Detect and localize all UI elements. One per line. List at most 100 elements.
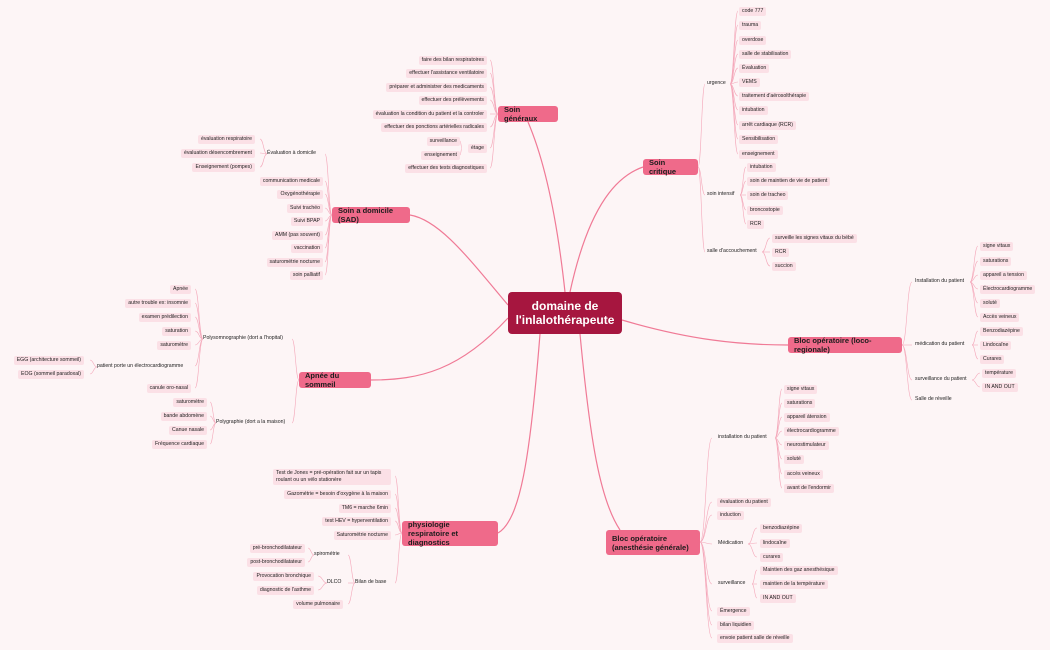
sub-urgence[interactable]: urgence (707, 80, 726, 86)
leaf-urgence[interactable]: intubation (739, 106, 768, 115)
sub-dlco[interactable]: DLCO (327, 579, 342, 585)
leaf-loco-install[interactable]: Électrocardiogramme (980, 285, 1036, 294)
leaf-sad[interactable]: Oxygénothérapie (277, 190, 323, 199)
leaf-urgence[interactable]: Évaluation (739, 64, 770, 73)
leaf-poly[interactable]: autre trouble ex: insomnie (125, 299, 191, 308)
leaf-gen[interactable]: bilan liquidien (717, 621, 755, 630)
leaf-poly[interactable]: examen prédilection (138, 313, 191, 322)
leaf-sad[interactable]: Suivi BPAP (290, 217, 323, 226)
leaf-urgence[interactable]: overdose (739, 36, 767, 45)
leaf-loco-install[interactable]: Accès veineux (980, 313, 1020, 322)
leaf-volume[interactable]: volume pulmonaire (293, 600, 343, 609)
sub-soin-intensif[interactable]: soin intensif (707, 191, 735, 197)
leaf-gen-install[interactable]: neurostimulateur (784, 441, 829, 450)
leaf-urgence[interactable]: code 777 (739, 7, 767, 16)
leaf-soin-generaux[interactable]: effectuer des prélèvements (418, 96, 487, 105)
leaf-gen-install[interactable]: signe vitaux (784, 385, 818, 394)
leaf-sad[interactable]: saturométrie nocturne (266, 258, 323, 267)
sub-evaluation-domicile[interactable]: Évaluation à domicile (267, 150, 317, 156)
sub-accouchement[interactable]: salle d'accouchement (707, 248, 757, 254)
leaf-sad[interactable]: AMM (pas souvent) (272, 231, 323, 240)
leaf-intensif[interactable]: soin de tracheo (747, 191, 789, 200)
leaf-gen[interactable]: induction (717, 511, 744, 520)
leaf-polyg[interactable]: Canue nasale (168, 426, 207, 435)
leaf-soin-generaux[interactable]: faire des bilan respiratoires (418, 56, 487, 65)
leaf-gen[interactable]: envoie patient salle de réveille (717, 634, 793, 643)
leaf-porte[interactable]: EOG (sommeil paradoxal) (18, 370, 84, 379)
leaf-soin-generaux[interactable]: évaluation la condition du patient et la… (372, 110, 487, 119)
leaf-gen-install[interactable]: soluté (784, 455, 804, 464)
leaf-urgence[interactable]: VEMS (739, 78, 760, 87)
leaf-loco-med[interactable]: Lindocaîne (980, 341, 1012, 350)
leaf-intensif[interactable]: soin de maintien de vie de patient (747, 177, 831, 186)
leaf-loco-install[interactable]: saturations (980, 257, 1012, 266)
leaf-soin-generaux[interactable]: préparer et administrer des medicaments (386, 83, 487, 92)
leaf-gen-install[interactable]: appareil átension (784, 413, 830, 422)
leaf-poly[interactable]: saturomètre (157, 341, 191, 350)
leaf-loco-med[interactable]: Benzodiazépine (980, 327, 1023, 336)
sub-bilan-base[interactable]: Bilan de base (355, 579, 387, 585)
leaf-intensif[interactable]: RCR (747, 220, 765, 229)
leaf-urgence[interactable]: Sensibilisation (739, 135, 779, 144)
leaf-gen-install[interactable]: accès veineux (784, 470, 823, 479)
leaf-poly[interactable]: saturation (162, 327, 191, 336)
leaf-intensif[interactable]: intubation (747, 163, 776, 172)
leaf-accouchement[interactable]: surveille les signes vitaux du bébé (772, 234, 857, 243)
leaf-gen-surv[interactable]: Maintien des gaz anesthésique (760, 566, 838, 575)
leaf-gen-med[interactable]: curares (760, 553, 784, 562)
leaf-sad-eval[interactable]: Enseignement (pompes) (192, 163, 255, 172)
leaf-gen-surv[interactable]: maintien de la température (760, 580, 828, 589)
topic-bloc-loco[interactable]: Bloc opératoire (loco-regionale) (788, 336, 902, 354)
leaf-etage[interactable]: étage (468, 144, 487, 153)
leaf-sad-eval[interactable]: évaluation désencombrement (180, 149, 255, 158)
topic-physiologie[interactable]: physiologie respiratoire et diagnostics (402, 520, 498, 547)
leaf-soin-generaux[interactable]: effectuer des ponctions artérielles radi… (381, 123, 487, 132)
leaf-gen-med[interactable]: benzodiazépine (760, 524, 803, 533)
leaf-loco-surv[interactable]: IN AND OUT (982, 383, 1018, 392)
leaf-sad[interactable]: communication medicale (259, 177, 323, 186)
leaf-gen[interactable]: évaluation du patient (717, 498, 771, 507)
leaf-polyg[interactable]: Fréquence cardiaque (151, 440, 207, 449)
leaf-dlco[interactable]: Provocation bronchique (253, 572, 314, 581)
leaf-polyg[interactable]: saturomètre (173, 398, 207, 407)
leaf-loco-install[interactable]: soluté (980, 299, 1000, 308)
leaf-dlco[interactable]: diagnostic de l'asthme (256, 586, 314, 595)
leaf-sad[interactable]: Suivi trachéo (287, 204, 323, 213)
leaf-physio[interactable]: Gazométrie = besoin d'oxygène à la maiso… (284, 490, 391, 499)
leaf-poly[interactable]: canule oro-nasal (146, 384, 191, 393)
central-topic[interactable]: domaine de l'inlalothérapeute (508, 292, 622, 334)
leaf-gen-med[interactable]: lindocaîne (760, 539, 790, 548)
sub-loco-surveillance[interactable]: surveillance du patient (915, 376, 967, 382)
leaf-soin-generaux[interactable]: effectuer des tests diagnostiques (405, 164, 487, 173)
sub-loco-reveil[interactable]: Salle de réveille (915, 396, 952, 402)
leaf-gen[interactable]: Émergence (717, 607, 750, 616)
sub-gen-installation[interactable]: installation du patient (718, 434, 767, 440)
leaf-gen-install[interactable]: électrocardiogramme (784, 427, 839, 436)
leaf-soin-generaux[interactable]: surveillance (426, 137, 460, 146)
sub-spirometrie[interactable]: spirométrie (314, 551, 340, 557)
leaf-physio[interactable]: Test de Jones = pré-opération fait sur u… (273, 469, 391, 485)
leaf-soin-generaux[interactable]: effectuer l'assistance ventilatoire (406, 69, 487, 78)
sub-loco-installation[interactable]: Installation du patient (915, 278, 965, 284)
leaf-accouchement[interactable]: succion (772, 262, 796, 271)
leaf-gen-surv[interactable]: IN AND OUT (760, 594, 796, 603)
leaf-polyg[interactable]: bande abdomène (160, 412, 207, 421)
leaf-sad[interactable]: vaccination (291, 244, 323, 253)
topic-apnee-sommeil[interactable]: Apnée du sommeil (299, 371, 371, 389)
leaf-physio[interactable]: TM6 = marche 6min (338, 504, 391, 513)
sub-loco-medication[interactable]: médication du patient (915, 341, 965, 347)
leaf-urgence[interactable]: traitement d'aérosolthérapie (739, 92, 810, 101)
leaf-gen-install[interactable]: avant de l'endormir (784, 484, 834, 493)
leaf-poly[interactable]: Apnée (169, 285, 191, 294)
leaf-loco-install[interactable]: signe vitaux (980, 242, 1014, 251)
leaf-spiro[interactable]: post-bronchodilatateur (247, 558, 305, 567)
sub-porte-ecg[interactable]: patient porte un électrocardiogramme (97, 363, 184, 369)
leaf-accouchement[interactable]: RCR (772, 248, 790, 257)
leaf-loco-install[interactable]: appareil a tension (980, 271, 1027, 280)
topic-soin-critique[interactable]: Soin critique (643, 158, 698, 176)
leaf-physio[interactable]: Saturométrie nocturne (333, 531, 391, 540)
leaf-spiro[interactable]: pré-bronchodilatateur (249, 544, 305, 553)
sub-gen-medication[interactable]: Médication (718, 540, 744, 546)
leaf-urgence[interactable]: trauma (739, 21, 762, 30)
leaf-soin-generaux[interactable]: enseignement (421, 151, 460, 160)
